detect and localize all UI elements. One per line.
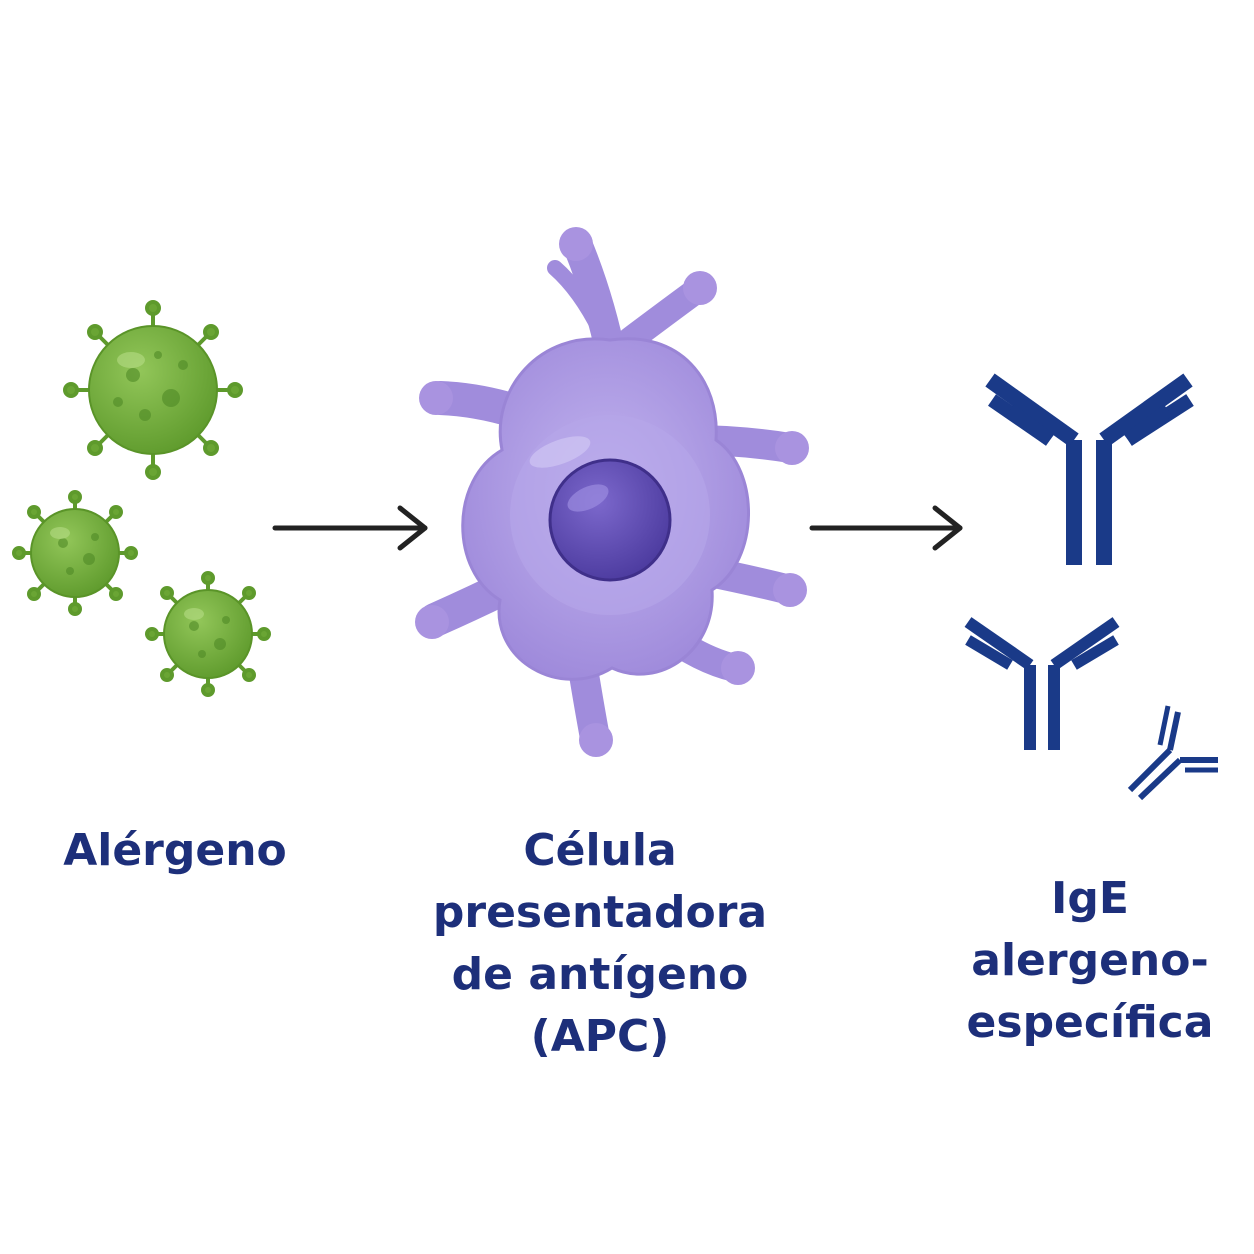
- ige-label-line-1: IgE: [1051, 873, 1129, 924]
- allergen-particle-medium-icon: [12, 490, 138, 616]
- allergen-label: Alérgeno: [40, 820, 310, 882]
- ige-antibody-large-icon: [985, 373, 1194, 565]
- apc-label-line-3: de antígeno: [451, 949, 749, 1000]
- ige-antibody-small-icon: [1127, 705, 1218, 801]
- allergen-group-icon: [12, 300, 271, 697]
- allergen-label-line: Alérgeno: [63, 825, 287, 876]
- ige-label: IgE alergeno- específica: [940, 868, 1240, 1054]
- apc-cell-icon: [415, 227, 809, 757]
- ige-label-line-2: alergeno-: [971, 935, 1209, 986]
- arrow-allergen-to-apc-icon: [272, 505, 428, 551]
- apc-label-line-2: presentadora: [432, 887, 768, 938]
- apc-label: Célula presentadora de antígeno (APC): [420, 820, 780, 1068]
- apc-label-line-4: (APC): [530, 1011, 670, 1062]
- allergen-particle-large-icon: [63, 300, 243, 480]
- ige-antibodies-group-icon: [964, 373, 1218, 801]
- arrow-apc-to-ige-icon: [809, 505, 963, 551]
- allergen-particle-small-icon: [145, 571, 271, 697]
- ige-label-line-3: específica: [966, 997, 1214, 1048]
- ige-antibody-medium-icon: [964, 617, 1120, 750]
- apc-label-line-1: Célula: [523, 825, 677, 876]
